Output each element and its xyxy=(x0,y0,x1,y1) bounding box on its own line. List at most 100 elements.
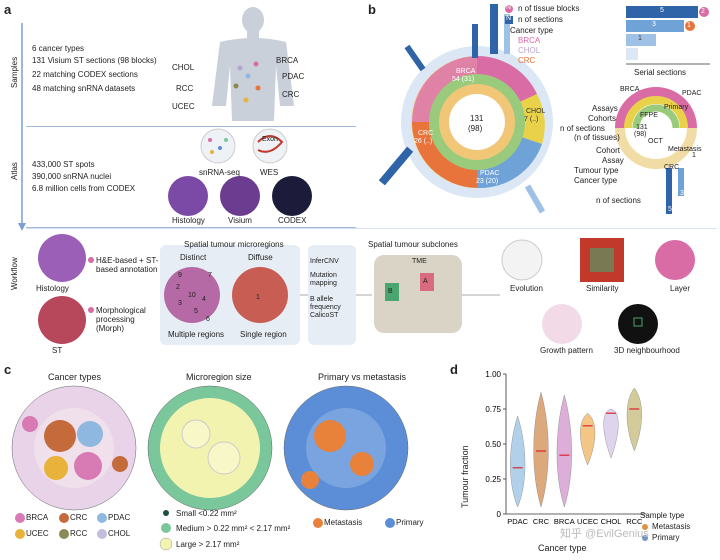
x-tick-label: CHOL xyxy=(601,517,622,526)
legend-primary: Primary xyxy=(396,518,424,527)
guide-label-tumour-type: Tumour type xyxy=(574,166,619,175)
multiple-regions-label: Multiple regions xyxy=(168,330,225,339)
organ-label-rcc: RCC xyxy=(176,84,194,93)
legend-cancer-type-title: Cancer type xyxy=(510,26,554,35)
legend-small: Small <0.22 mm² xyxy=(176,509,237,518)
legend-pdac: PDAC xyxy=(108,513,131,522)
microregion-number: 5 xyxy=(194,308,198,315)
microregion-title: Spatial tumour microregions xyxy=(184,240,284,249)
violin-legend-dots xyxy=(642,524,648,541)
workflow-boxes xyxy=(160,245,500,345)
legend-brca: BRCA xyxy=(26,513,49,522)
serial-value: 3 xyxy=(652,21,656,28)
x-tick-label: UCEC xyxy=(577,517,599,526)
violin-pdac xyxy=(510,415,526,508)
microregion-number: 7 xyxy=(208,272,212,279)
output-growth-pattern: Growth pattern xyxy=(540,346,593,355)
organ-label-ucec: UCEC xyxy=(172,102,195,111)
circlepack-title: Cancer types xyxy=(48,372,102,382)
atlas-icons xyxy=(168,128,312,216)
guide-label-cohorts: Cohorts xyxy=(588,114,617,123)
serial-value: 5 xyxy=(660,7,664,14)
legend-chol: CHOL xyxy=(108,529,131,538)
subclone-b-label: B xyxy=(388,288,393,295)
ring-label-brca: BRCA xyxy=(456,68,476,75)
y-tick-label: 1.00 xyxy=(485,370,501,379)
method-label: B allele frequency CalicoST xyxy=(310,296,341,320)
human-body-illustration xyxy=(212,7,294,121)
y-tick-label: 0.75 xyxy=(485,405,501,414)
workflow-step2: Morphological processing (Morph) xyxy=(96,306,146,334)
legend-crc: CRC xyxy=(70,513,88,522)
guide-ring-text: Primary xyxy=(664,104,689,111)
legend-blocks: n of tissue blocks xyxy=(518,4,580,13)
distinct-label: Distinct xyxy=(180,253,207,262)
legend-medium: Medium > 0.22 mm² < 2.17 mm² xyxy=(176,524,291,533)
samples-line: 22 matching CODEX sections xyxy=(32,70,138,79)
serial-sections-title: Serial sections xyxy=(634,68,687,77)
violin-ucec xyxy=(580,412,596,466)
step-markers xyxy=(88,257,94,313)
guide-ring-text: FFPE xyxy=(640,112,658,119)
ring-label-pdac: PDAC xyxy=(480,170,500,177)
guide-ring-text: 5 xyxy=(668,206,672,213)
violin-crc xyxy=(533,391,549,508)
row-label-samples: Samples xyxy=(10,56,19,88)
size-legend-dots xyxy=(159,510,173,551)
tme-label: TME xyxy=(412,258,427,265)
x-tick-label: CRC xyxy=(533,517,550,526)
circle-packing-plots xyxy=(11,385,409,511)
ring-label-chol-sub: 7 (..) xyxy=(524,116,539,123)
atlas-line: 433,000 ST spots xyxy=(32,160,95,169)
legend-keys xyxy=(505,5,513,24)
legend-rcc: RCC xyxy=(70,529,88,538)
subclone-title: Spatial tumour subclones xyxy=(368,240,458,249)
row-label-atlas: Atlas xyxy=(10,162,19,180)
sunburst-chart xyxy=(378,4,553,214)
organ-label-chol: CHOL xyxy=(172,63,195,72)
legend-metastasis: Metastasis xyxy=(324,518,363,527)
violin-brca xyxy=(556,394,572,508)
atlas-line: 390,000 snRNA nuclei xyxy=(32,172,112,181)
guide-ring-text: OCT xyxy=(648,138,663,145)
x-axis-label: Cancer type xyxy=(538,543,587,553)
guide-ring-text: PDAC xyxy=(682,90,702,97)
y-tick-label: 0.25 xyxy=(485,475,501,484)
serial-badge: 2 xyxy=(701,8,705,15)
icon-label-histology: Histology xyxy=(172,216,205,225)
guide-label-cancer-type: Cancer type xyxy=(574,176,618,185)
icon-label-codex: CODEX xyxy=(278,216,307,225)
y-axis-label: Tumour fraction xyxy=(460,445,470,508)
diffuse-label: Diffuse xyxy=(248,253,273,262)
microregion-number: 6 xyxy=(206,316,210,323)
microregion-number: 3 xyxy=(178,300,182,307)
microregion-number: 1 xyxy=(256,294,260,301)
sunburst-center-sub: (98) xyxy=(468,124,483,133)
organ-label-crc: CRC xyxy=(282,90,300,99)
guide-center: 131 xyxy=(636,124,648,131)
guide-ring-text: BRCA xyxy=(620,86,640,93)
ring-label-crc: CRC xyxy=(418,130,434,137)
panel-letter-b: b xyxy=(368,2,376,17)
guide-label-nsections: n of sections xyxy=(560,124,605,133)
ring-label-brca-sub: 54 (31) xyxy=(452,76,475,83)
microregion-number: 9 xyxy=(178,272,182,279)
samples-line: 48 matching snRNA datasets xyxy=(32,84,136,93)
legend-title: Sample type xyxy=(640,511,685,520)
samples-line: 131 Visium ST sections (98 blocks) xyxy=(32,56,157,65)
samples-line: 6 cancer types xyxy=(32,44,85,53)
output-layer: Layer xyxy=(670,284,691,293)
pipeline-arrow xyxy=(18,23,26,231)
legend-sections: n of sections xyxy=(518,15,563,24)
legend-series-metastasis: Metastasis xyxy=(652,522,691,531)
serial-sections-chart xyxy=(626,6,710,65)
divider xyxy=(26,228,716,229)
guide-ring-text: 3 xyxy=(680,190,684,197)
divider xyxy=(26,227,356,228)
guide-ring-text: Metastasis xyxy=(668,146,702,153)
ring-label-pdac-sub: 23 (20) xyxy=(476,178,499,185)
panel-letter-a: a xyxy=(4,2,12,17)
circlepack-title: Primary vs metastasis xyxy=(318,372,407,382)
violin-chol xyxy=(603,408,619,459)
